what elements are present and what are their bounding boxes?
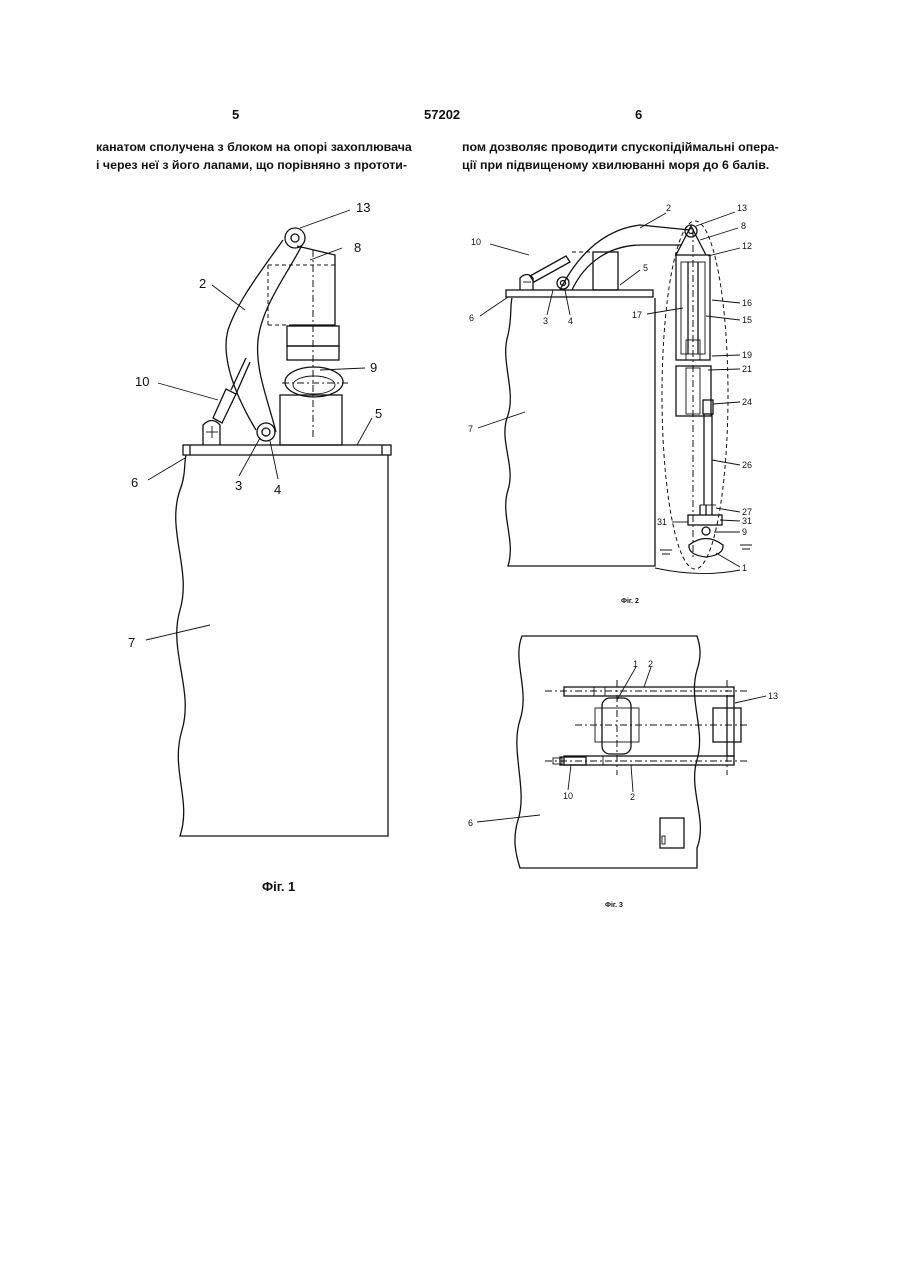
hydraulic-lug (203, 421, 220, 446)
deck-plate (506, 290, 653, 297)
label-2-top: 2 (648, 659, 653, 669)
label-8: 8 (741, 221, 746, 231)
label-6: 6 (131, 475, 138, 490)
label-12: 12 (742, 241, 752, 251)
figure-2: 2 13 8 12 10 5 6 3 4 17 16 15 19 21 24 7… (468, 203, 752, 605)
label-5: 5 (643, 263, 648, 273)
label-16: 16 (742, 298, 752, 308)
label-7: 7 (128, 635, 135, 650)
beam-top (564, 687, 734, 696)
fig2-caption: Фіг. 2 (621, 597, 639, 605)
vessel-hull (505, 298, 655, 566)
hoist-outline (662, 221, 728, 569)
label-4: 4 (274, 482, 281, 497)
label-3: 3 (543, 316, 548, 326)
label-8: 8 (354, 240, 361, 255)
deck-plate (183, 445, 391, 455)
label-7: 7 (468, 424, 473, 434)
figure-3: 1 2 13 10 2 6 Фіг. 3 (468, 636, 778, 909)
label-9: 9 (370, 360, 377, 375)
vessel-hull (176, 455, 388, 836)
label-3: 3 (235, 478, 242, 493)
label-6: 6 (468, 818, 473, 828)
label-2-bottom: 2 (630, 792, 635, 802)
figure-1: 13 8 2 9 10 5 6 3 4 7 Фіг. 1 (128, 200, 391, 894)
label-9: 9 (742, 527, 747, 537)
fig3-caption: Фіг. 3 (605, 901, 623, 909)
fig1-caption: Фіг. 1 (262, 879, 295, 894)
deck-outline (515, 636, 700, 868)
hatch (660, 818, 684, 848)
label-31-right: 31 (742, 516, 752, 526)
label-31-left: 31 (657, 517, 667, 527)
label-13: 13 (768, 691, 778, 701)
label-2: 2 (199, 276, 206, 291)
label-1: 1 (633, 659, 638, 669)
label-1: 1 (742, 563, 747, 573)
label-15: 15 (742, 315, 752, 325)
label-6: 6 (469, 313, 474, 323)
label-24: 24 (742, 397, 752, 407)
hydraulic-cylinder (530, 256, 570, 282)
label-19: 19 (742, 350, 752, 360)
support (280, 395, 342, 445)
label-13: 13 (737, 203, 747, 213)
boom-arm (226, 240, 302, 432)
support (593, 252, 618, 290)
label-5: 5 (375, 406, 382, 421)
label-4: 4 (568, 316, 573, 326)
label-17: 17 (632, 310, 642, 320)
label-26: 26 (742, 460, 752, 470)
hydraulic-cylinder (213, 389, 236, 423)
label-2: 2 (666, 203, 671, 213)
label-21: 21 (742, 364, 752, 374)
label-13: 13 (356, 200, 370, 215)
beam-bottom (564, 756, 734, 765)
label-10: 10 (471, 237, 481, 247)
label-10: 10 (135, 374, 149, 389)
label-10: 10 (563, 791, 573, 801)
